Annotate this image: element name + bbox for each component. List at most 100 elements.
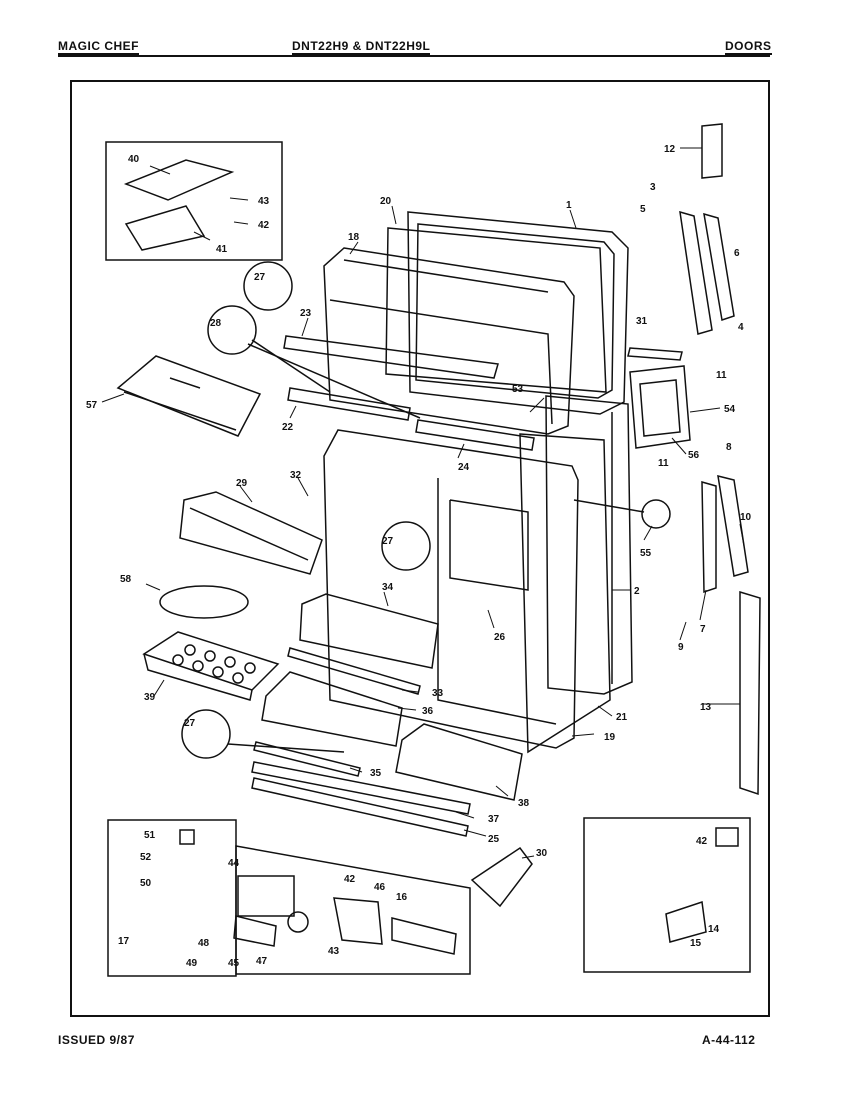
callout-30: 30: [536, 848, 548, 859]
callout-33: 33: [432, 688, 444, 699]
callout-22: 22: [282, 422, 294, 433]
callout-9: 9: [678, 642, 684, 653]
callout-43-inset: 43: [258, 196, 270, 207]
callout-41: 41: [216, 244, 228, 255]
hinge-plate-lower: [124, 205, 206, 251]
washer-47: [287, 911, 309, 933]
top-bracket: [701, 123, 723, 179]
detail-circle-27-bottom: [181, 709, 231, 759]
callout-39: 39: [144, 692, 156, 703]
hinge-46: [333, 897, 383, 945]
callout-45: 45: [228, 958, 240, 969]
callout-29: 29: [236, 478, 248, 489]
callout-53: 53: [512, 384, 524, 395]
callout-20: 20: [380, 196, 392, 207]
cover-plate-14: [665, 901, 707, 943]
bottom-hinge-inset-box: [107, 819, 237, 977]
detail-circle-27-middle: [381, 521, 431, 571]
callout-46: 46: [374, 882, 386, 893]
callout-6: 6: [734, 248, 740, 259]
callout-7: 7: [700, 624, 706, 635]
callout-27-middle: 27: [382, 536, 394, 547]
freezer-shelf-rail-lower: [287, 387, 411, 421]
callout-14: 14: [708, 924, 720, 935]
callout-28: 28: [210, 318, 222, 329]
callout-23: 23: [300, 308, 312, 319]
detail-circle-28: [207, 305, 257, 355]
callout-3: 3: [650, 182, 656, 193]
section-title: DOORS: [725, 39, 772, 55]
dairy-door: [116, 355, 262, 437]
callout-8: 8: [726, 442, 732, 453]
callout-15: 15: [690, 938, 702, 949]
callout-44: 44: [228, 858, 240, 869]
detail-circle-27-top: [243, 261, 293, 311]
callout-56: 56: [688, 450, 700, 461]
callout-26: 26: [494, 632, 506, 643]
door-trim-strip: [739, 590, 761, 796]
freezer-shelf-rail-upper: [283, 335, 499, 379]
callout-57: 57: [86, 400, 98, 411]
document-number: A-44-112: [702, 1033, 756, 1047]
hinge-16: [391, 917, 457, 955]
callout-51: 51: [144, 830, 156, 841]
hinge-inset-box: [105, 141, 283, 261]
callout-2: 2: [634, 586, 640, 597]
callout-34: 34: [382, 582, 394, 593]
hinge-plate-upper: [123, 159, 235, 201]
callout-32: 32: [290, 470, 302, 481]
callout-43-panel: 43: [328, 946, 340, 957]
plug-42-inset: [715, 827, 739, 847]
freezer-shelf-rail-right: [415, 419, 535, 451]
callout-27-top: 27: [254, 272, 266, 283]
callout-11-lower: 11: [658, 458, 669, 469]
callout-50: 50: [140, 878, 152, 889]
callout-24: 24: [458, 462, 470, 473]
issue-date: ISSUED 9/87: [58, 1033, 135, 1047]
callout-35: 35: [370, 768, 382, 779]
freezer-gasket: [385, 227, 607, 393]
callout-labels: 1 2 3 4 5 6 7 8 9 10 11 11 12 13 14 15 1…: [86, 144, 752, 969]
callout-17: 17: [118, 936, 130, 947]
butter-compartment: [179, 491, 323, 575]
fresh-food-door-liner: [323, 429, 579, 749]
plug-inset-box: [583, 817, 751, 973]
leader-lines: [101, 147, 745, 859]
freezer-door-outer: [407, 211, 629, 415]
fresh-food-gasket: [519, 433, 611, 754]
door-shelf-upper: [299, 593, 439, 669]
callout-37: 37: [488, 814, 500, 825]
callout-12: 12: [664, 144, 676, 155]
hinge-bracket-44: [237, 875, 295, 917]
callout-13: 13: [700, 702, 712, 713]
callout-5: 5: [640, 204, 646, 215]
header-rule: [58, 55, 770, 57]
callout-47: 47: [256, 956, 268, 967]
callout-10: 10: [740, 512, 752, 523]
fresh-food-handle-cap: [701, 481, 717, 594]
callout-27-bottom: 27: [184, 718, 196, 729]
callout-4: 4: [738, 322, 744, 333]
diagram-frame: [70, 80, 770, 1017]
callout-54: 54: [724, 404, 736, 415]
callout-42-inset: 42: [258, 220, 270, 231]
shelf-rail-35: [253, 741, 361, 777]
callout-21: 21: [616, 712, 628, 723]
callout-49: 49: [186, 958, 198, 969]
shelf-rail-25: [251, 777, 469, 837]
handle-link: [627, 347, 683, 361]
door-stop: [470, 846, 533, 908]
detail-leader-27-bottom: [227, 743, 345, 753]
callout-38: 38: [518, 798, 530, 809]
shelf-rail-33: [287, 647, 421, 695]
fresh-food-handle: [717, 474, 749, 577]
callout-18: 18: [348, 232, 360, 243]
detail-circle-55: [641, 499, 671, 529]
callout-31: 31: [636, 316, 648, 327]
door-shelf-middle: [261, 671, 403, 747]
callout-25: 25: [488, 834, 500, 845]
callout-42-plug: 42: [696, 836, 708, 847]
callout-16: 16: [396, 892, 408, 903]
hinge-parts-panel: [235, 845, 471, 975]
freezer-handle-cap: [703, 212, 735, 321]
